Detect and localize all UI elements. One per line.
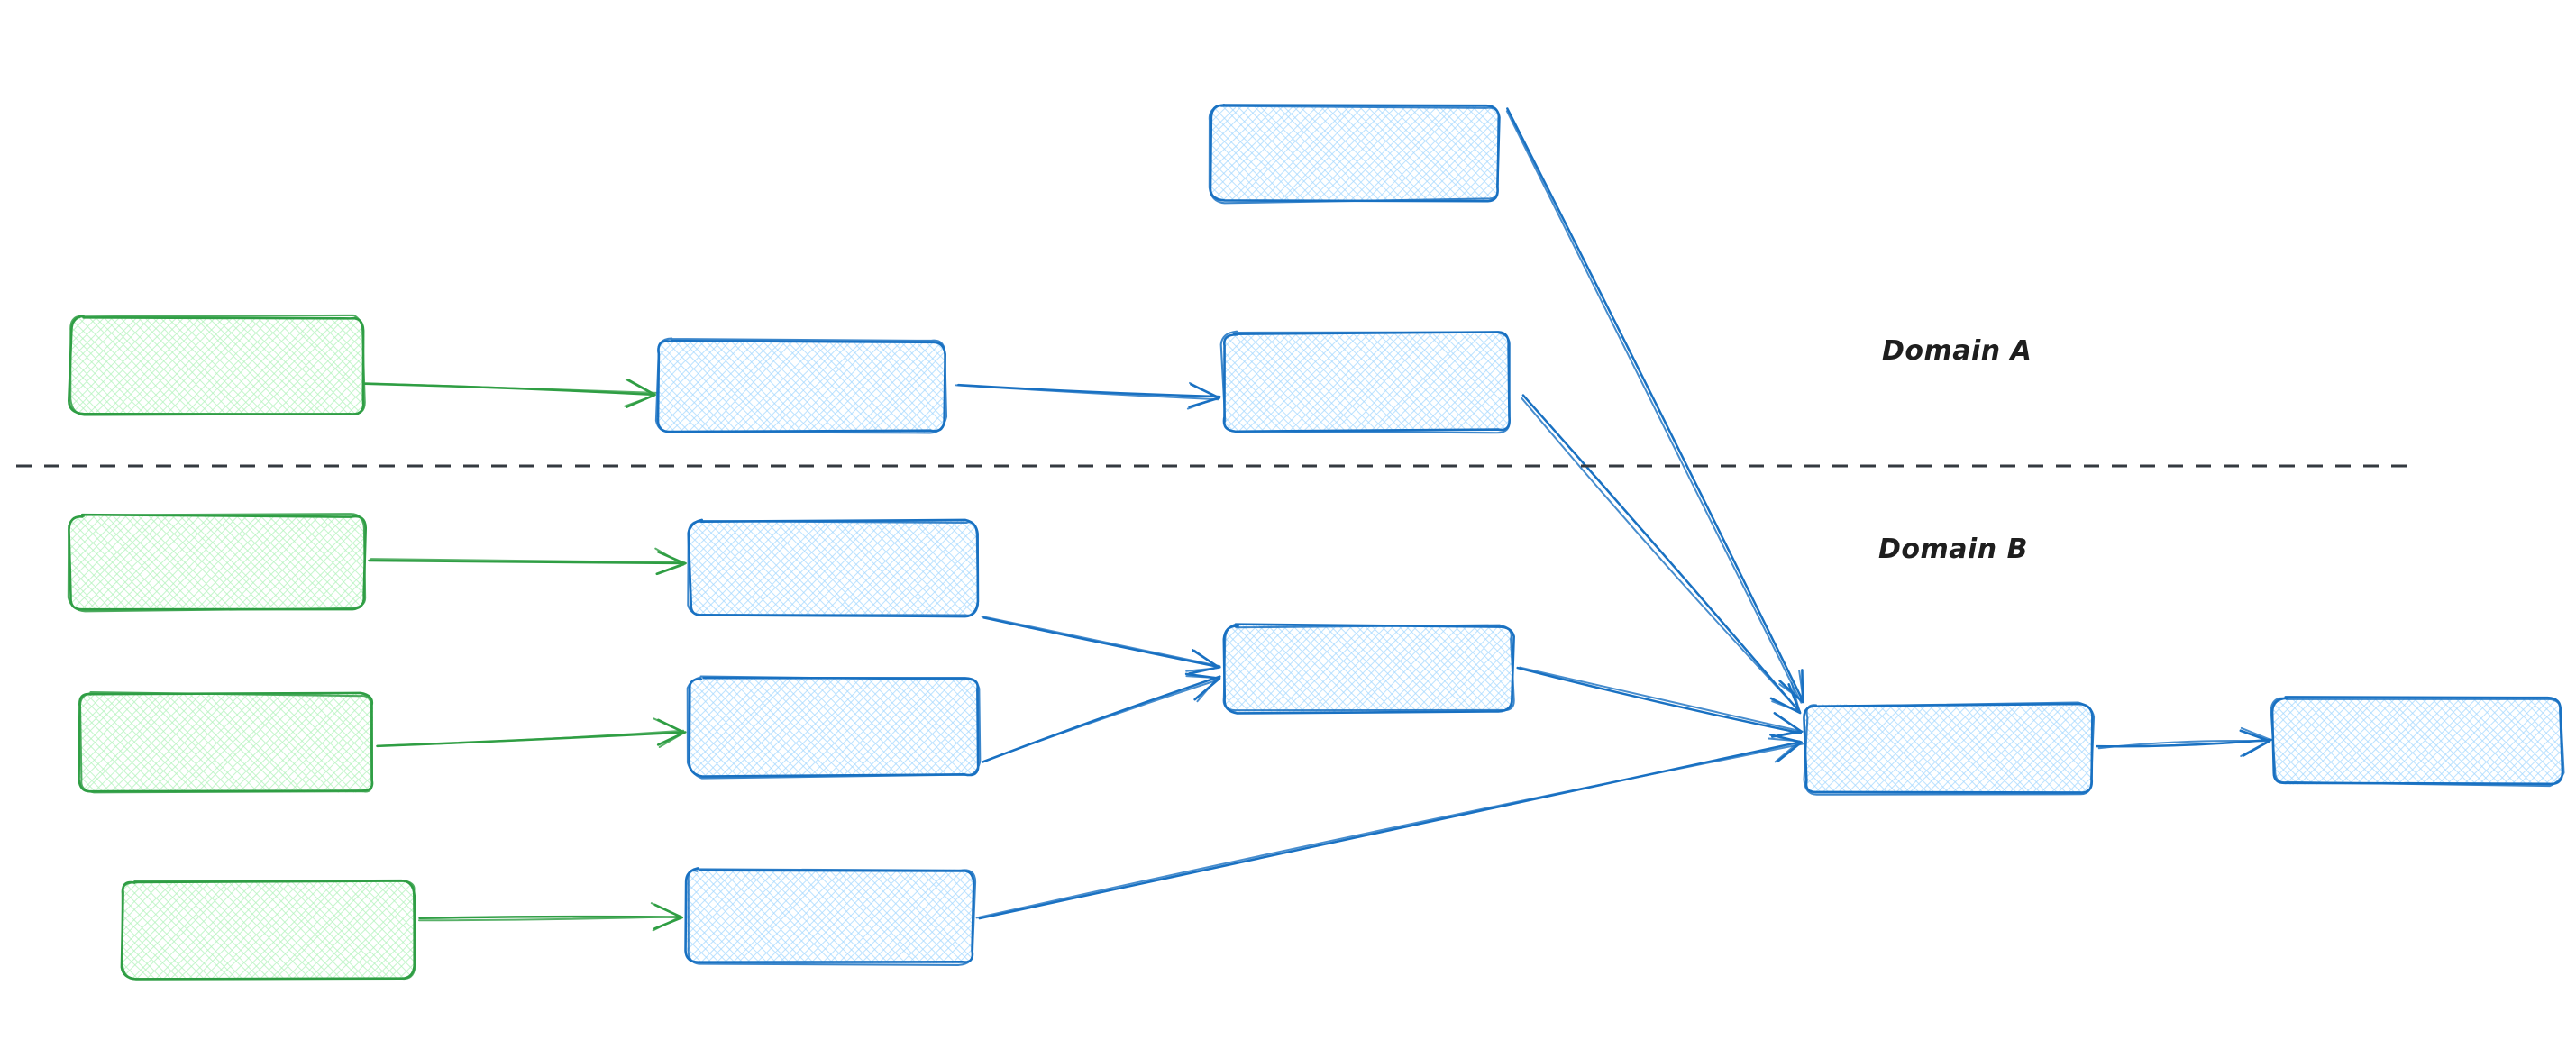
edge-e7 (418, 902, 684, 932)
edge-e4 (1521, 394, 1802, 715)
node-b-hub[interactable] (1717, 701, 2269, 796)
edge-e10 (1516, 666, 1804, 738)
edge-e11 (975, 734, 1804, 920)
edge-e3 (1505, 107, 1804, 704)
edge-e1 (362, 379, 658, 408)
node-a-right[interactable] (1125, 330, 1701, 434)
node-b-out[interactable] (2188, 696, 2576, 788)
edge-e6 (376, 717, 687, 748)
node-b-p1[interactable] (595, 518, 1159, 618)
node-b-p2[interactable] (591, 675, 1167, 780)
node-a-top[interactable] (1115, 103, 1680, 205)
node-b-p3[interactable] (592, 867, 1156, 966)
edge-e12 (2096, 726, 2272, 758)
domain-a-label: Domain A (1882, 335, 2032, 367)
node-b-src1[interactable] (0, 513, 551, 613)
node-b-src3[interactable] (25, 879, 602, 981)
edge-e9 (982, 672, 1221, 763)
edge-e5 (368, 547, 687, 576)
node-a-src[interactable] (0, 314, 549, 416)
domain-b-label: Domain B (1878, 534, 2028, 565)
node-a-mid[interactable] (567, 337, 1121, 434)
node-b-merge[interactable] (1137, 623, 1680, 715)
edge-e8 (981, 615, 1221, 675)
edge-e2 (955, 381, 1221, 410)
node-b-src2[interactable] (0, 691, 567, 794)
